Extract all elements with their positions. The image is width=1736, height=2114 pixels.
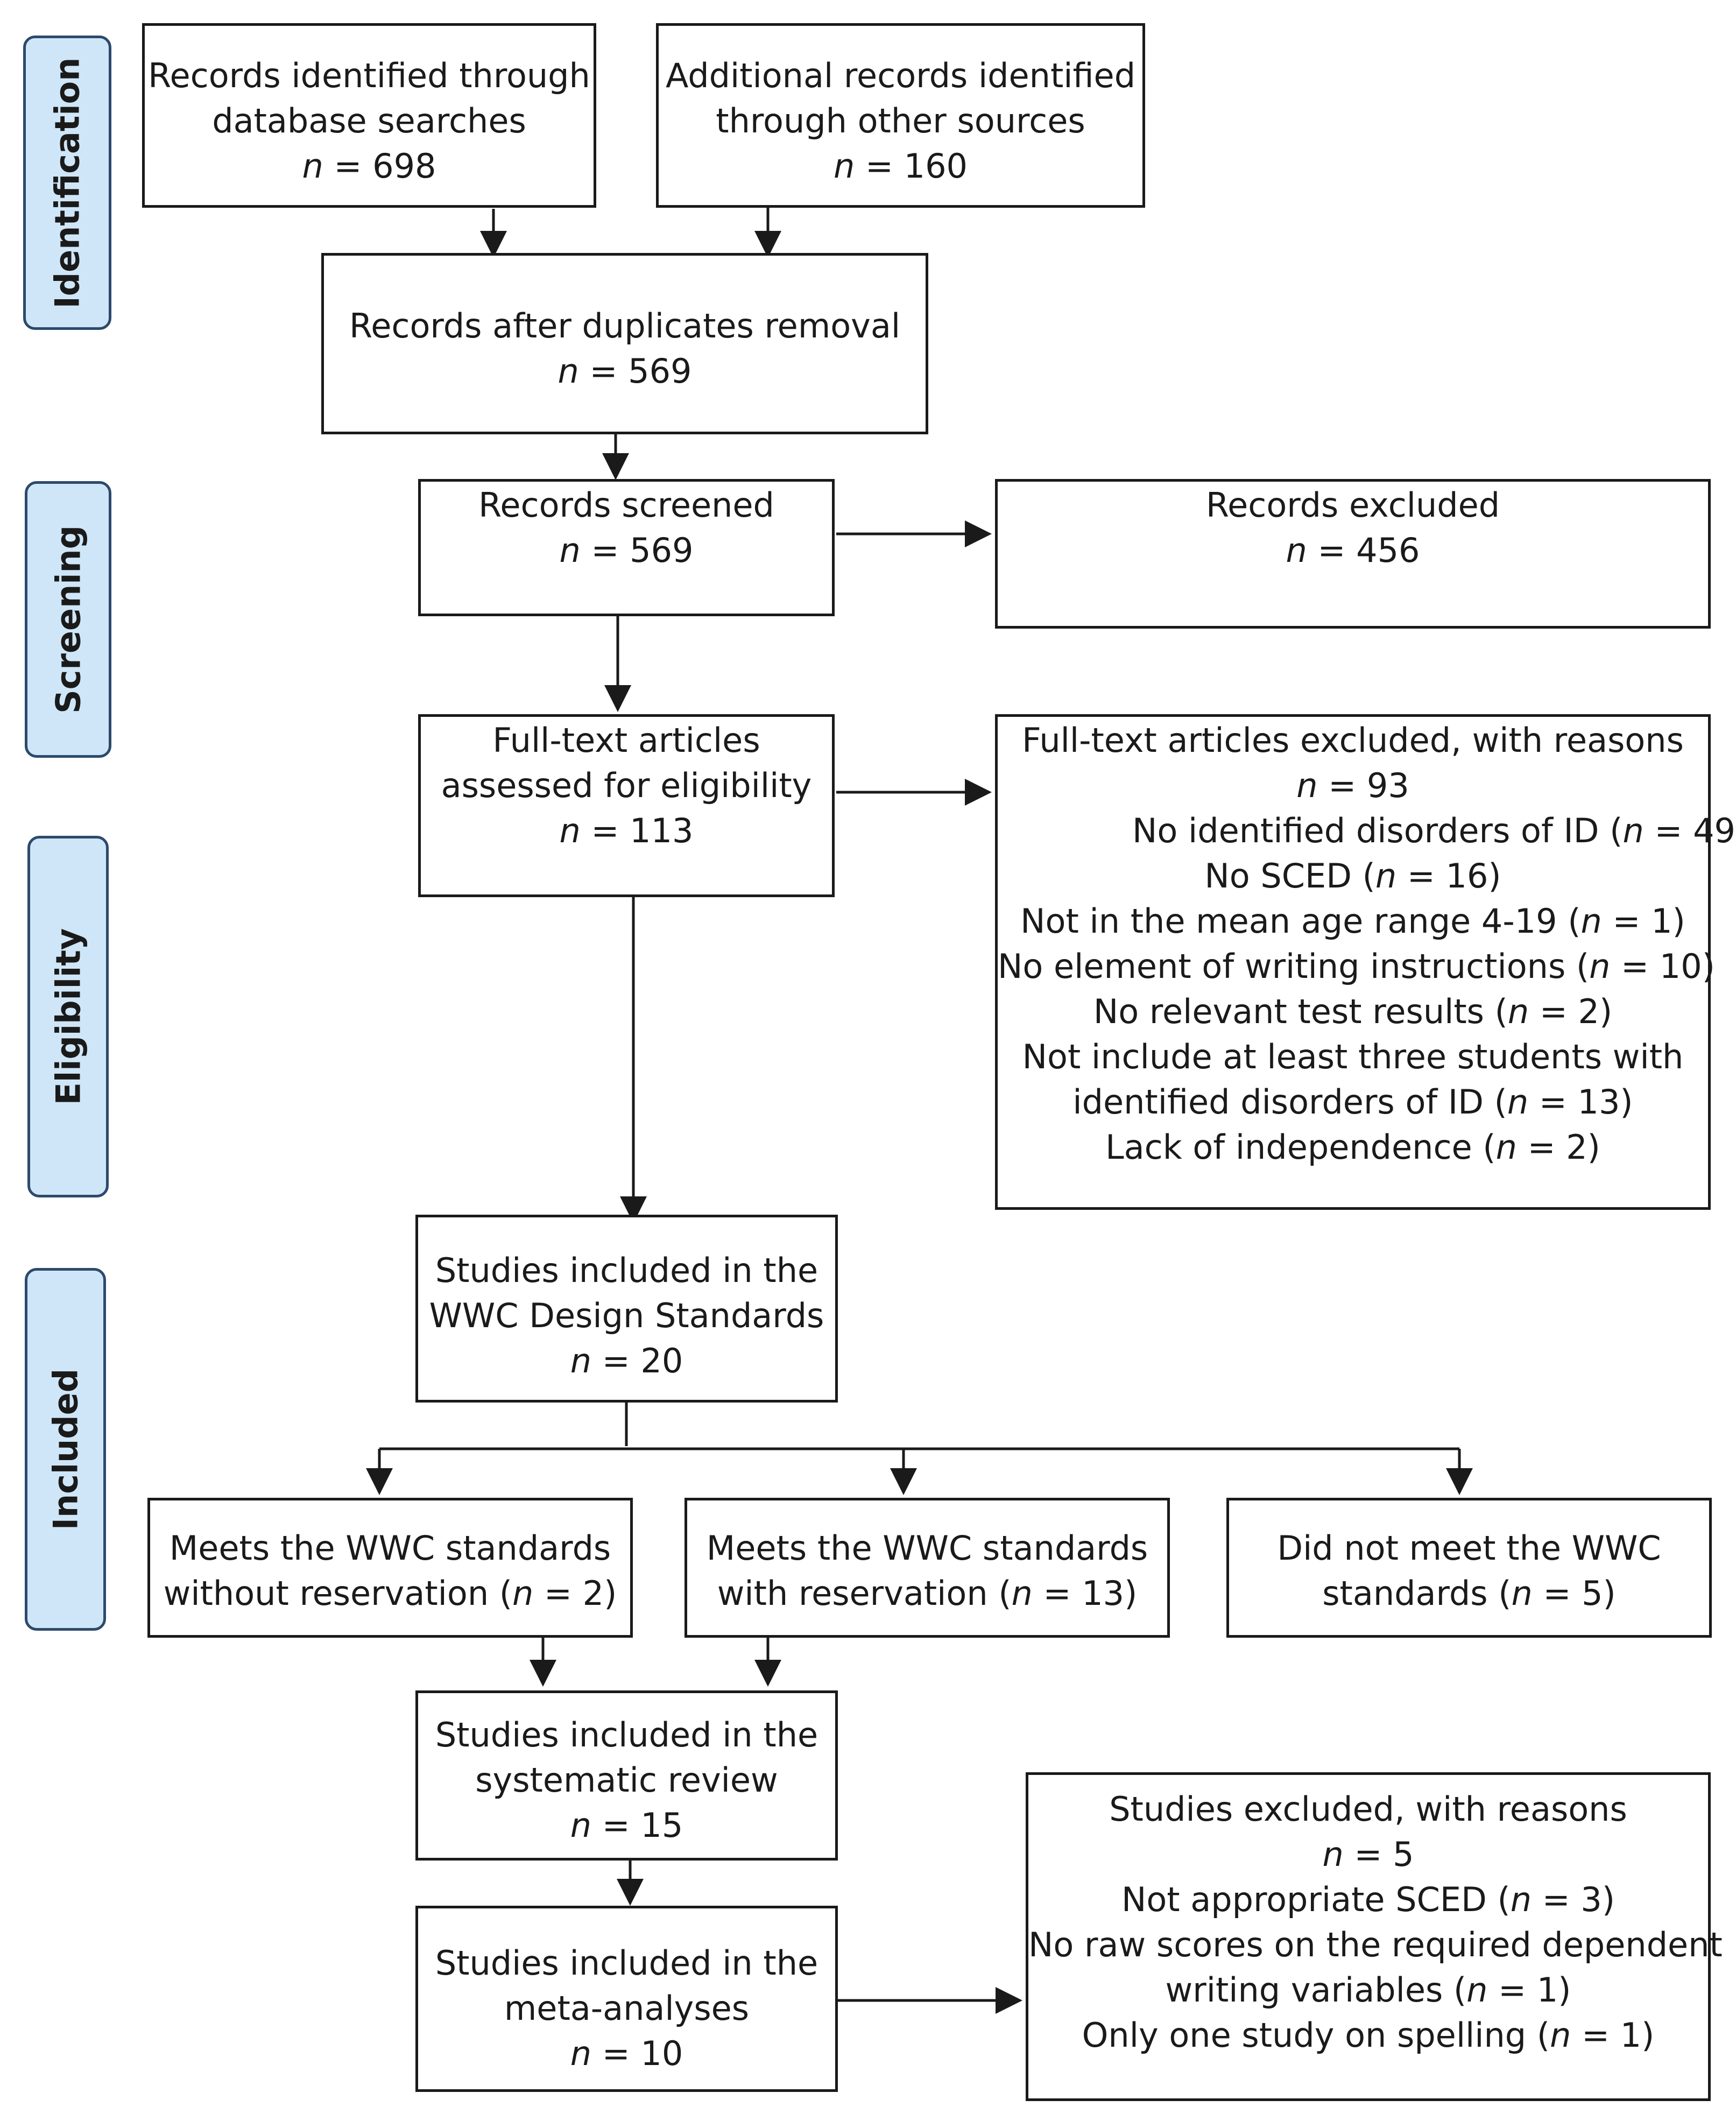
exclusion-reason: No element of writing instructions (n = … [998,947,1715,986]
box-line: Full-text articles [492,721,760,760]
stage-tab-eligibility: Eligibility [27,836,109,1197]
box-count: n = 698 [302,146,436,186]
box-line: database searches [212,101,526,140]
box-count: n = 569 [558,351,692,391]
box-count: n = 160 [833,146,968,186]
exclusion-reason: Lack of independence (n = 2) [1105,1128,1600,1167]
exclusion-reason: Not appropriate SCED (n = 3) [1121,1880,1615,1919]
stage-label-included: Included [46,1368,85,1531]
exclusion-reason: No SCED (n = 16) [1204,856,1501,896]
exclusion-reason: writing variables (n = 1) [1165,1970,1571,2010]
exclusion-reason: No relevant test results (n = 2) [1093,992,1613,1031]
box-line: WWC Design Standards [429,1296,824,1335]
box-count: n = 10 [570,2034,683,2073]
records-screened-box: Records screened n = 569 [418,479,835,616]
stage-tab-screening: Screening [25,481,111,758]
records-database-box: Records identified through database sear… [142,23,596,208]
box-line: Meets the WWC standards [706,1528,1148,1568]
box-line: without reservation (n = 2) [163,1574,617,1613]
box-line: assessed for eligibility [441,766,812,805]
fulltext-excluded-box: Full-text articles excluded, with reason… [995,714,1736,1210]
box-line: Records screened [478,485,774,525]
box-title: Full-text articles excluded, with reason… [1022,721,1684,760]
box-line: Records excluded [1205,485,1500,525]
stage-label-screening: Screening [48,525,88,714]
stage-label-identification: Identification [47,57,87,308]
box-line: standards (n = 5) [1322,1574,1616,1613]
box-line: Studies included in the [435,1251,818,1290]
exclusion-reason: identified disorders of ID (n = 13) [1072,1082,1633,1122]
records-other-sources-box: Additional records identified through ot… [656,23,1145,208]
box-line: Meets the WWC standards [169,1528,611,1568]
stage-tab-included: Included [25,1268,106,1631]
box-line: Records identified through [148,56,590,95]
box-line: Studies included in the [435,1943,818,1983]
box-count: n = 456 [1286,531,1420,570]
fulltext-assessed-box: Full-text articles assessed for eligibil… [418,714,835,897]
meets-with-reservation-box: Meets the WWC standards with reservation… [684,1498,1170,1638]
exclusion-reason: Only one study on spelling (n = 1) [1082,2016,1655,2055]
stage-label-eligibility: Eligibility [48,928,88,1105]
stage-tab-identification: Identification [23,36,111,330]
studies-excluded-box: Studies excluded, with reasons n = 5 Not… [1026,1772,1723,2101]
box-line: through other sources [716,101,1085,140]
meta-analyses-box: Studies included in the meta-analyses n … [415,1906,838,2092]
box-line: with reservation (n = 13) [717,1574,1138,1613]
exclusion-reason: Not in the mean age range 4-19 (n = 1) [1020,901,1685,941]
wwc-design-standards-box: Studies included in the WWC Design Stand… [415,1215,838,1403]
box-count: n = 15 [570,1806,683,1845]
box-line: systematic review [475,1760,778,1800]
meets-without-reservation-box: Meets the WWC standards without reservat… [147,1498,633,1638]
systematic-review-box: Studies included in the systematic revie… [415,1690,838,1861]
did-not-meet-box: Did not meet the WWC standards (n = 5) [1226,1498,1712,1638]
exclusion-reason: No identified disorders of ID (n = 49) [1132,811,1736,850]
exclusion-reason: Not include at least three students with [1022,1037,1684,1076]
box-count: n = 569 [559,531,694,570]
records-excluded-box: Records excluded n = 456 [995,479,1711,629]
box-line: Records after duplicates removal [349,306,901,346]
box-line: Additional records identified [665,56,1136,95]
box-count: n = 93 [1296,766,1409,805]
box-count: n = 20 [570,1341,683,1380]
box-line: meta-analyses [504,1989,750,2028]
records-duplicates-removed-box: Records after duplicates removal n = 569 [321,253,928,434]
box-count: n = 113 [559,811,694,850]
box-count: n = 5 [1322,1835,1414,1874]
box-title: Studies excluded, with reasons [1109,1789,1627,1829]
box-line: Did not meet the WWC [1277,1528,1661,1568]
box-line: Studies included in the [435,1715,818,1754]
exclusion-reason: No raw scores on the required dependent [1028,1925,1723,1964]
